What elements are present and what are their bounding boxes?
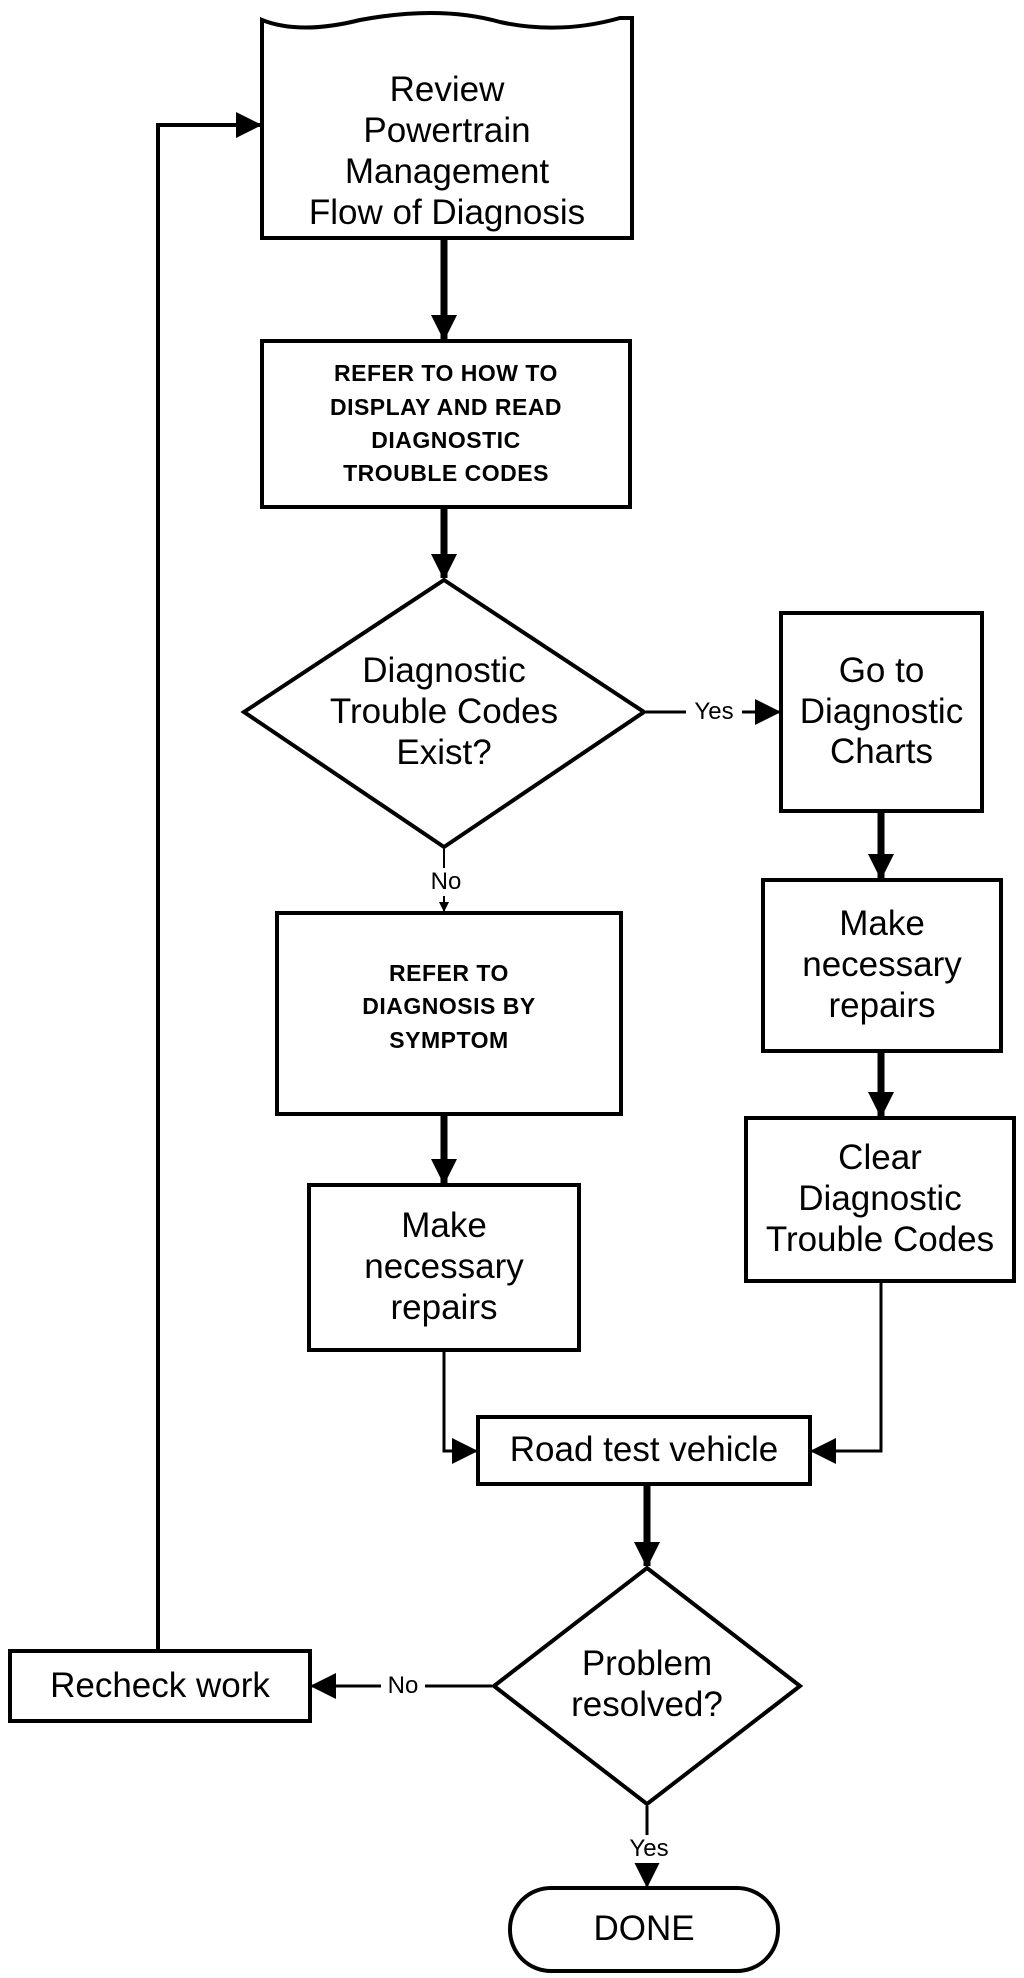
road-test-node-label: Road test vehicle [509,1430,779,1470]
clear-codes-box-shape [744,1116,1016,1283]
dtc-exist-decision-label: Diagnostic Trouble Codes Exist? [329,651,559,772]
dtc-no-edge-label: No [424,868,468,896]
done-terminator-label: DONE [593,1909,695,1949]
arrow-recheck-to-review [156,112,262,1649]
dtc-yes-edge-label: Yes [686,698,742,726]
refer-display-node-label: REFER TO HOW TO DISPLAY AND READ DIAGNOS… [329,360,563,487]
go-charts-node-label: Go to Diagnostic Charts [799,650,964,772]
clear-codes-node-label: Clear Diagnostic Trouble Codes [765,1138,995,1259]
problem-resolved-decision-label: Problem resolved? [571,1644,723,1724]
done-terminator-shape [508,1886,780,1973]
resolved-no-edge-label: No [381,1672,425,1700]
problem-resolved-diamond-shape [490,1565,804,1807]
go-charts-box-shape [779,611,984,813]
resolved-yes-edge-label: Yes [620,1835,678,1863]
repairs-left-node-label: Make necessary repairs [364,1206,524,1327]
dtc-exist-diamond-shape [240,577,648,850]
review-document-shape [260,11,634,240]
recheck-node-label: Recheck work [50,1665,270,1705]
repairs-right-box-shape [761,878,1003,1053]
review-node-label: Review Powertrain Management Flow of Dia… [308,70,586,232]
refer-symptom-node-label: REFER TO DIAGNOSIS BY SYMPTOM [362,960,536,1053]
refer-symptom-box-shape [275,911,623,1116]
repairs-right-node-label: Make necessary repairs [802,904,962,1025]
arrow-repairs-to-road-test [442,1352,478,1464]
arrow-clear-to-road-test [810,1283,883,1464]
refer-display-box-shape [260,339,632,509]
repairs-left-box-shape [307,1183,581,1352]
